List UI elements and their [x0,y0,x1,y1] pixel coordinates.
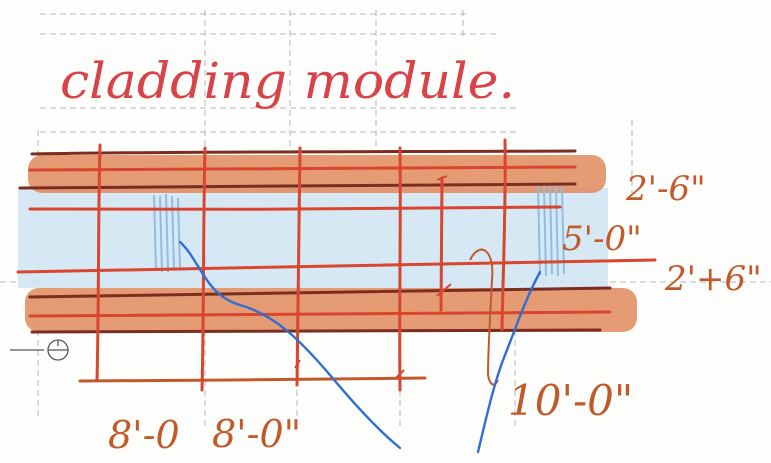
section-marker-symbol [10,339,69,361]
dimension-label-bay-3: 10'-0" [508,376,633,425]
blue-leader-lines [178,240,542,454]
blue-glazing-band [18,188,608,288]
vertical-frame-lines [95,138,507,392]
dimension-label-glazing: 5'-0" [562,219,642,259]
dimension-label-bay-2: 8'-0" [212,412,301,456]
dimension-label-bottom-band: 2'+6" [664,259,762,299]
sketch-title: cladding module. [60,52,515,110]
dimension-leader-curve [469,248,499,386]
construction-grid [0,10,771,430]
dimension-label-bay-1: 8'-0 [108,413,180,457]
cladding-bands [18,155,637,332]
dimension-label-top-band: 2'-6" [625,169,706,209]
dimension-ticks [294,175,452,379]
bottom-orange-band [25,288,637,332]
